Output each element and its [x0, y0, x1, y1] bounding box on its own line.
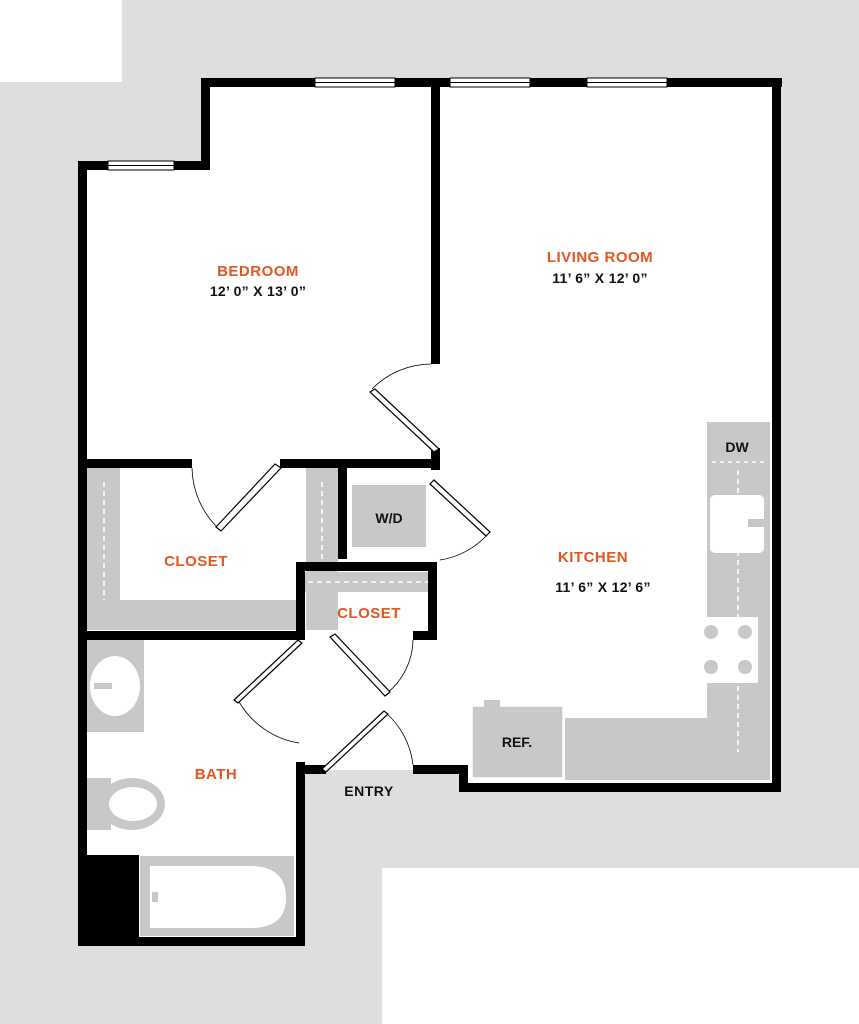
door-bath	[233, 639, 303, 744]
dishwasher-label: DW	[725, 439, 749, 455]
room-name-living: LIVING ROOM	[547, 249, 653, 266]
door-entry	[321, 710, 414, 773]
background-notch-topleft	[0, 0, 122, 82]
bath-sink	[90, 656, 140, 716]
door-bedroom	[369, 363, 440, 453]
door-closet	[191, 463, 282, 532]
door-closet	[329, 633, 414, 697]
closet-shelf	[303, 572, 433, 592]
window	[314, 77, 396, 88]
room-dims-living: 11’ 6” X 12’ 0”	[552, 270, 648, 286]
closet-shelf	[87, 600, 298, 630]
kitchen-sink	[710, 495, 764, 553]
room-name-bedroom: BEDROOM	[217, 263, 299, 280]
windows	[107, 77, 668, 171]
room-name-closet: CLOSET	[337, 605, 401, 622]
fixtures	[82, 422, 770, 942]
room-dims-kitchen: 11’ 6” X 12’ 6”	[555, 579, 651, 595]
entry-label: ENTRY	[344, 783, 394, 799]
washer-dryer-label: W/D	[375, 510, 402, 526]
washer-dryer	[352, 485, 426, 547]
room-dims-bedroom: 12’ 0” X 13’ 0”	[210, 283, 306, 299]
labels: BEDROOM 12’ 0” X 13’ 0” LIVING ROOM 11’ …	[164, 249, 749, 799]
door-washer-dryer	[429, 479, 491, 561]
window	[449, 77, 531, 88]
refrigerator-label: REF.	[502, 734, 532, 750]
room-name-kitchen: KITCHEN	[558, 549, 628, 566]
room-name-bath: BATH	[195, 766, 238, 783]
background-notch-bottomright	[382, 868, 859, 1024]
kitchen-counter	[565, 718, 770, 780]
window	[586, 77, 668, 88]
doors	[191, 363, 491, 773]
mechanical-shaft	[82, 855, 139, 942]
refrigerator	[471, 705, 564, 779]
room-name-closet: CLOSET	[164, 553, 228, 570]
window	[107, 160, 175, 171]
